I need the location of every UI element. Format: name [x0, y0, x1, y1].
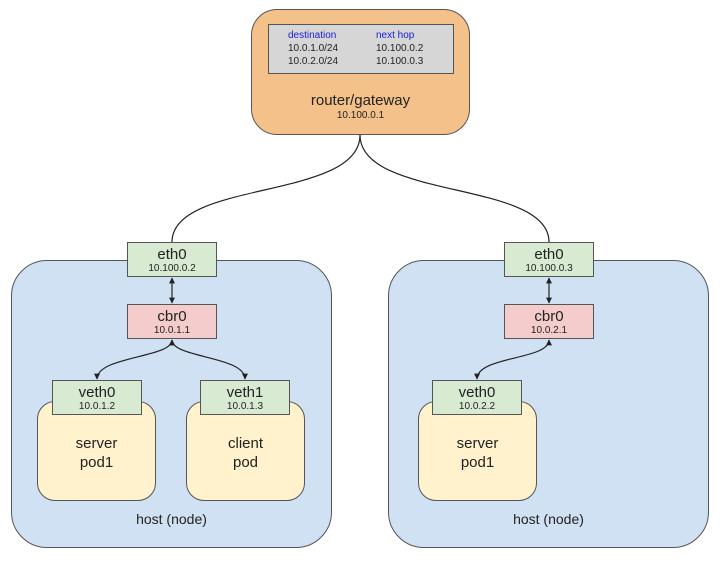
pod-client-left-line1: client [227, 435, 264, 452]
host-label-left: host (node) [136, 511, 207, 527]
router-ip: 10.100.0.1 [336, 110, 385, 121]
veth1-left: veth1 10.0.1.3 [200, 380, 290, 415]
pod-server-left-line1: server [75, 435, 118, 452]
veth0-right-ip: 10.0.2.2 [458, 401, 496, 412]
pod-server-right [418, 401, 537, 501]
eth0-left: eth0 10.100.0.2 [127, 242, 217, 277]
cbr0-right-ip: 10.0.2.1 [530, 325, 568, 336]
pod-client-left-line2: pod [232, 454, 259, 471]
pod-client-left-label: client pod [186, 434, 305, 472]
routing-table-header-next-hop: next hop [376, 30, 415, 41]
eth0-right: eth0 10.100.0.3 [504, 242, 594, 277]
routing-table-header-destination: destination [288, 30, 337, 41]
veth0-left-name: veth0 [78, 384, 116, 401]
veth0-left-ip: 10.0.1.2 [78, 401, 116, 412]
veth1-left-name: veth1 [226, 384, 264, 401]
host-label-right: host (node) [513, 511, 584, 527]
pod-server-right-label: server pod1 [418, 434, 537, 472]
veth1-left-ip: 10.0.1.3 [226, 401, 264, 412]
pod-server-left-line2: pod1 [79, 454, 114, 471]
eth0-right-name: eth0 [534, 246, 564, 263]
veth0-left: veth0 10.0.1.2 [52, 380, 142, 415]
routing-table-destination-2: 10.0.2.0/24 [288, 56, 339, 67]
cbr0-right: cbr0 10.0.2.1 [504, 304, 594, 339]
router-name: router/gateway [310, 92, 411, 109]
cbr0-left-name: cbr0 [157, 308, 187, 325]
pod-server-right-line2: pod1 [460, 454, 495, 471]
cbr0-to-veth0-left-arrow [94, 339, 175, 380]
routing-table-destination-1: 10.0.1.0/24 [288, 43, 339, 54]
pod-server-left [37, 401, 156, 501]
eth0-right-ip: 10.100.0.3 [525, 263, 573, 274]
cbr0-to-veth1-left-arrow [169, 339, 248, 380]
eth0-left-ip: 10.100.0.2 [148, 263, 196, 274]
veth0-right-name: veth0 [458, 384, 496, 401]
routing-table [268, 24, 454, 74]
veth0-right: veth0 10.0.2.2 [432, 380, 522, 415]
router-to-eth0-left-link [171, 134, 361, 243]
routing-table-next-hop-1: 10.100.0.2 [376, 43, 424, 54]
cbr0-to-veth0-right-arrow [474, 339, 552, 380]
router-to-eth0-right-link [359, 134, 550, 243]
cbr0-right-name: cbr0 [534, 308, 564, 325]
eth0-left-name: eth0 [157, 246, 187, 263]
cbr0-left: cbr0 10.0.1.1 [127, 304, 217, 339]
routing-table-next-hop-2: 10.100.0.3 [376, 56, 424, 67]
pod-server-right-line1: server [456, 435, 499, 452]
pod-server-left-label: server pod1 [37, 434, 156, 472]
pod-client-left [186, 401, 305, 501]
cbr0-left-ip: 10.0.1.1 [153, 325, 191, 336]
